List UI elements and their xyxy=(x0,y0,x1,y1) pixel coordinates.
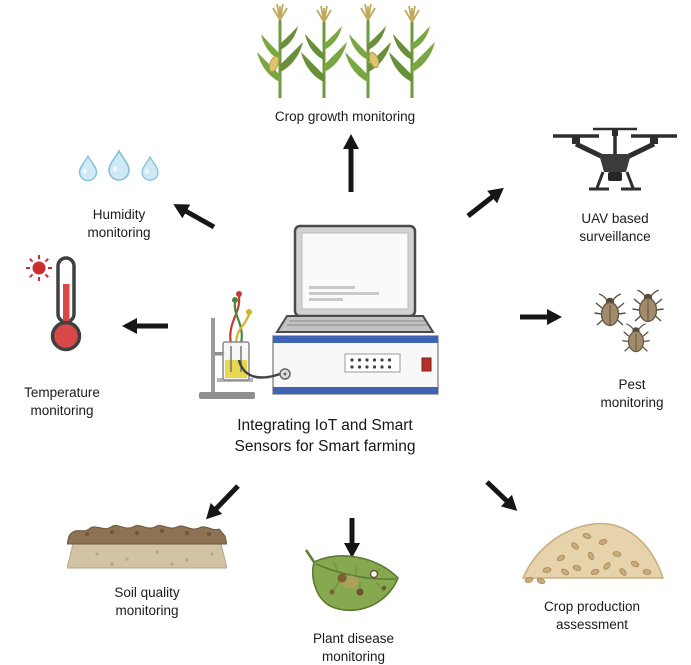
arrow-to-soil xyxy=(206,484,240,520)
water-drops-icon xyxy=(78,149,159,182)
plant-disease-label: Plant disease monitoring xyxy=(312,631,395,664)
center-caption: Integrating IoT and Smart Sensors for Sm… xyxy=(234,417,416,455)
node-center-iot-station: Integrating IoT and Smart Sensors for Sm… xyxy=(190,222,460,458)
humidity-label: Humidity monitoring xyxy=(87,207,151,240)
thermometer-sun-icon xyxy=(25,255,81,352)
node-crop-growth: Crop growth monitoring xyxy=(250,2,440,126)
node-temperature: Temperature monitoring xyxy=(2,254,122,420)
laptop-iot-sensor-station-icon xyxy=(199,224,439,399)
pest-label: Pest monitoring xyxy=(600,377,664,410)
soil-label: Soil quality monitoring xyxy=(114,585,180,618)
node-humidity: Humidity monitoring xyxy=(60,146,178,242)
diseased-leaf-icon xyxy=(304,549,399,611)
arrow-to-uav xyxy=(466,187,504,218)
node-plant-disease: Plant disease monitoring xyxy=(296,548,411,665)
temperature-label: Temperature monitoring xyxy=(24,385,100,418)
crop-growth-label: Crop growth monitoring xyxy=(274,109,416,124)
crop-production-label: Crop production assessment xyxy=(543,599,641,632)
drone-icon xyxy=(553,127,677,191)
uav-label: UAV based surveillance xyxy=(579,211,651,244)
node-pest: Pest monitoring xyxy=(578,290,686,412)
arrow-to-crop-production xyxy=(485,480,518,511)
beetles-icon xyxy=(594,290,664,353)
corn-plants-icon xyxy=(257,3,435,98)
soil-layers-icon xyxy=(67,524,227,569)
node-crop-production: Crop production assessment xyxy=(508,502,676,634)
node-soil: Soil quality monitoring xyxy=(62,514,232,620)
node-uav: UAV based surveillance xyxy=(545,124,685,246)
grain-pile-icon xyxy=(521,522,665,584)
